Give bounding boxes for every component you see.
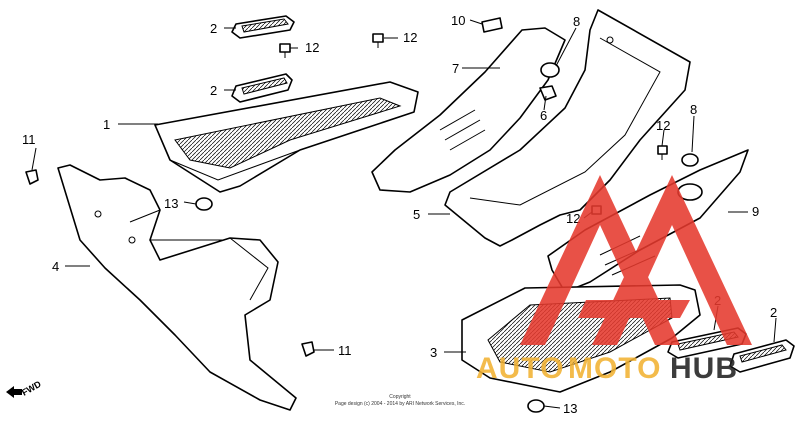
callout-labels: 2 2 1 12 12 10 8 7 6 8 12 11 13 5 12 9 4…: [22, 13, 777, 416]
callout-3: 3: [430, 345, 437, 360]
part-2-rubber-pad-top[interactable]: [231, 15, 295, 39]
callout-7: 7: [452, 61, 459, 76]
automotohub-watermark: AUTO MOTO HUB: [476, 175, 752, 385]
part-7-side-panel[interactable]: [371, 27, 566, 193]
part-6-clip[interactable]: [539, 85, 557, 101]
part-13-grommet-b[interactable]: [527, 399, 545, 413]
part-4-leg-shield-left[interactable]: [57, 164, 297, 411]
part-10-tag[interactable]: [481, 17, 503, 33]
part-12-bolt-b[interactable]: [372, 33, 384, 48]
callout-11-a: 11: [22, 132, 36, 147]
copyright-line-1: Copyright: [389, 394, 411, 400]
watermark-triangle-logo: [520, 175, 752, 345]
copyright-notice: Copyright Page design (c) 2004 - 2014 by…: [335, 394, 465, 407]
callout-1: 1: [103, 117, 110, 132]
callout-2-lower-b: 2: [770, 305, 777, 320]
fwd-arrow-icon: [6, 386, 22, 398]
part-8-grommet-upper[interactable]: [540, 62, 560, 78]
callout-12-d: 12: [566, 211, 580, 226]
callout-12-a: 12: [305, 40, 319, 55]
callout-5: 5: [413, 207, 420, 222]
part-5-center-cover[interactable]: [444, 9, 691, 247]
callout-4: 4: [52, 259, 59, 274]
fwd-indicator: FWD: [6, 379, 43, 398]
callout-12-c: 12: [656, 118, 670, 133]
watermark-auto: AUTO: [476, 352, 564, 385]
callout-10: 10: [451, 13, 465, 28]
part-13-grommet-a[interactable]: [195, 197, 213, 211]
callout-12-b: 12: [403, 30, 417, 45]
callout-8-lower: 8: [690, 102, 697, 117]
watermark-hub: HUB: [670, 352, 738, 385]
copyright-line-2: Page design (c) 2004 - 2014 by ARI Netwo…: [335, 401, 465, 407]
part-11-screw-b[interactable]: [301, 341, 315, 357]
callout-11-b: 11: [338, 343, 352, 358]
callout-2-top: 2: [210, 21, 217, 36]
callout-13-b: 13: [563, 401, 577, 416]
fwd-label: FWD: [20, 379, 43, 398]
callout-6: 6: [540, 108, 547, 123]
part-2-rubber-pad-lower-b[interactable]: [729, 339, 795, 373]
part-12-bolt-c[interactable]: [657, 145, 668, 160]
part-8-grommet-lower[interactable]: [681, 153, 699, 167]
watermark-moto: MOTO: [568, 352, 661, 385]
part-2-rubber-pad-mid[interactable]: [231, 73, 293, 103]
part-1-floor-step-left[interactable]: [154, 81, 419, 193]
callout-2-mid: 2: [210, 83, 217, 98]
callout-9: 9: [752, 204, 759, 219]
part-11-screw-a[interactable]: [25, 169, 39, 185]
part-12-bolt-a[interactable]: [279, 43, 291, 58]
callout-13-a: 13: [164, 196, 178, 211]
callout-8-upper: 8: [573, 14, 580, 29]
